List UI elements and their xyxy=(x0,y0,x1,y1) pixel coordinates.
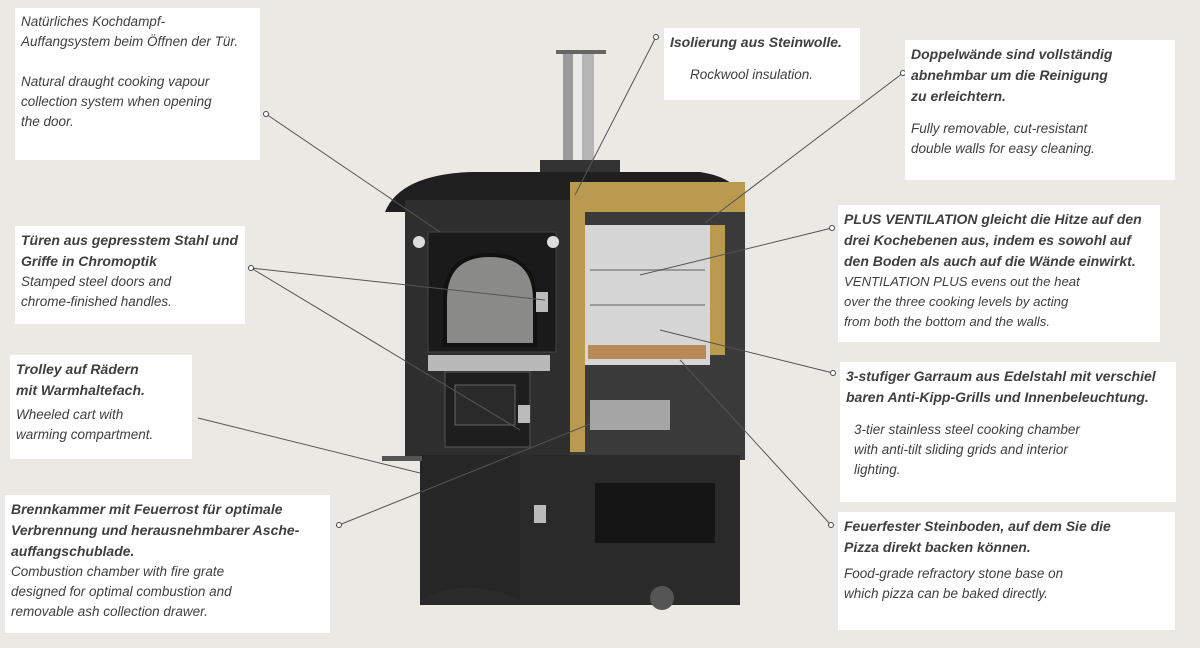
door-handle-bottom xyxy=(518,405,530,423)
callout-vapour-collection: Natürliches Kochdampf- Auffangsystem bei… xyxy=(15,8,260,160)
callout-doors: Türen aus gepresstem Stahl und Griffe in… xyxy=(15,226,245,324)
callout-chamber-de: 3-stufiger Garraum aus Edelstahl mit ver… xyxy=(846,368,1156,405)
callout-stone-de: Feuerfester Steinboden, auf dem Sie die … xyxy=(844,518,1111,555)
callout-stone-base: Feuerfester Steinboden, auf dem Sie die … xyxy=(838,512,1175,630)
callout-double-walls: Doppelwände sind vollständig abnehmbar u… xyxy=(905,40,1175,180)
callout-combustion-de: Brennkammer mit Feuerrost für optimale V… xyxy=(11,501,300,559)
oven-window xyxy=(443,252,537,347)
callout-combustion: Brennkammer mit Feuerrost für optimale V… xyxy=(5,495,330,633)
door-handle-top xyxy=(536,292,548,312)
callout-insulation-en: Rockwool insulation. xyxy=(690,67,814,82)
callout-vapour-de: Natürliches Kochdampf- Auffangsystem bei… xyxy=(21,14,239,49)
callout-walls-en: Fully removable, cut-resistant double wa… xyxy=(911,121,1095,156)
callout-doors-en: Stamped steel doors and chrome-finished … xyxy=(21,274,172,309)
callout-ventilation-de: PLUS VENTILATION gleicht die Hitze auf d… xyxy=(844,211,1142,269)
vent-knob-left xyxy=(413,236,425,248)
callout-chamber-en: 3-tier stainless steel cooking chamber w… xyxy=(854,422,1080,477)
stainless-band xyxy=(428,355,550,371)
callout-doors-de: Türen aus gepresstem Stahl und Griffe in… xyxy=(21,232,239,269)
callout-trolley-en: Wheeled cart with warming compartment. xyxy=(16,407,154,442)
callout-ventilation-en: VENTILATION PLUS evens out the heat over… xyxy=(844,274,1080,329)
callout-combustion-en: Combustion chamber with fire grate desig… xyxy=(11,564,232,619)
callout-trolley: Trolley auf Rädern mit Warmhaltefach. Wh… xyxy=(10,355,192,459)
callout-ventilation: PLUS VENTILATION gleicht die Hitze auf d… xyxy=(838,205,1160,342)
drawer-handle xyxy=(534,505,546,523)
warming-compartment xyxy=(595,483,715,543)
leader-lines xyxy=(197,34,906,528)
callout-cooking-chamber: 3-stufiger Garraum aus Edelstahl mit ver… xyxy=(840,362,1176,502)
chimney xyxy=(540,50,620,174)
callout-insulation-de: Isolierung aus Steinwolle. xyxy=(670,34,842,50)
callout-vapour-en: Natural draught cooking vapour collectio… xyxy=(21,74,212,129)
wheel xyxy=(650,586,674,610)
callout-trolley-de: Trolley auf Rädern mit Warmhaltefach. xyxy=(16,361,145,398)
callout-walls-de: Doppelwände sind vollständig abnehmbar u… xyxy=(911,46,1113,104)
stone-base xyxy=(588,345,706,359)
callout-insulation: Isolierung aus Steinwolle. Rockwool insu… xyxy=(664,28,860,100)
vent-knob-right xyxy=(547,236,559,248)
callout-stone-en: Food-grade refractory stone base on whic… xyxy=(844,566,1064,601)
